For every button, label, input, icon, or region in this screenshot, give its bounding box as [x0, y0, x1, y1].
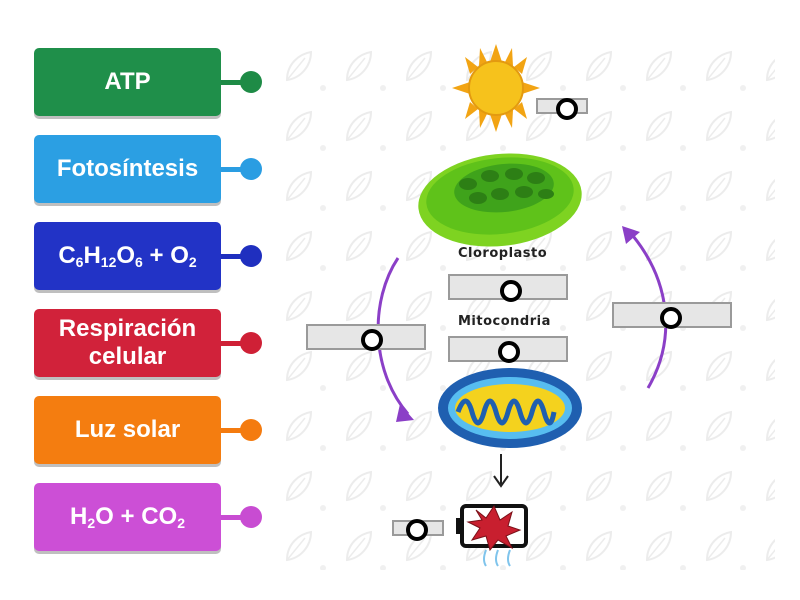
drop-target-dot[interactable]	[556, 98, 578, 120]
drop-target-dot[interactable]	[498, 341, 520, 363]
connector	[221, 515, 247, 520]
tile-glucose-oxygen[interactable]: C6H12O6 + O2	[34, 222, 221, 290]
arrow-head-icon	[396, 404, 414, 422]
connector	[221, 254, 247, 259]
tile-pin[interactable]	[240, 245, 262, 267]
drop-target-dot[interactable]	[406, 519, 428, 541]
chloroplast-label: Cloroplasto	[458, 246, 548, 261]
drop-target-dot[interactable]	[660, 307, 682, 329]
tile-formula: H2O + CO2	[70, 503, 185, 531]
connector	[221, 167, 247, 172]
tile-atp[interactable]: ATP	[34, 48, 221, 116]
down-arrow-head-icon	[493, 475, 509, 488]
tile-label: Luz solar	[74, 416, 181, 443]
drop-target-dot[interactable]	[361, 329, 383, 351]
connector	[221, 428, 247, 433]
tile-formula: C6H12O6 + O2	[58, 242, 197, 270]
tile-pin[interactable]	[240, 71, 262, 93]
tile-pin[interactable]	[240, 419, 262, 441]
sun-icon	[452, 44, 540, 132]
tile-pin[interactable]	[240, 158, 262, 180]
tile-fotosintesis[interactable]: Fotosíntesis	[34, 135, 221, 203]
connector	[221, 80, 247, 85]
tile-pin[interactable]	[240, 332, 262, 354]
mitochondrion-illustration	[438, 368, 582, 448]
tile-label: ATP	[104, 68, 151, 95]
drop-target-dot[interactable]	[500, 280, 522, 302]
tile-label: Fotosíntesis	[56, 155, 199, 182]
connector	[221, 341, 247, 346]
tile-luz-solar[interactable]: Luz solar	[34, 396, 221, 464]
tile-pin[interactable]	[240, 506, 262, 528]
arrow-head-icon	[622, 226, 640, 244]
chloroplast-illustration	[418, 153, 582, 247]
tile-water-co2[interactable]: H2O + CO2	[34, 483, 221, 551]
battery-icon	[456, 504, 528, 567]
mitochondria-label: Mitocondria	[458, 314, 551, 329]
